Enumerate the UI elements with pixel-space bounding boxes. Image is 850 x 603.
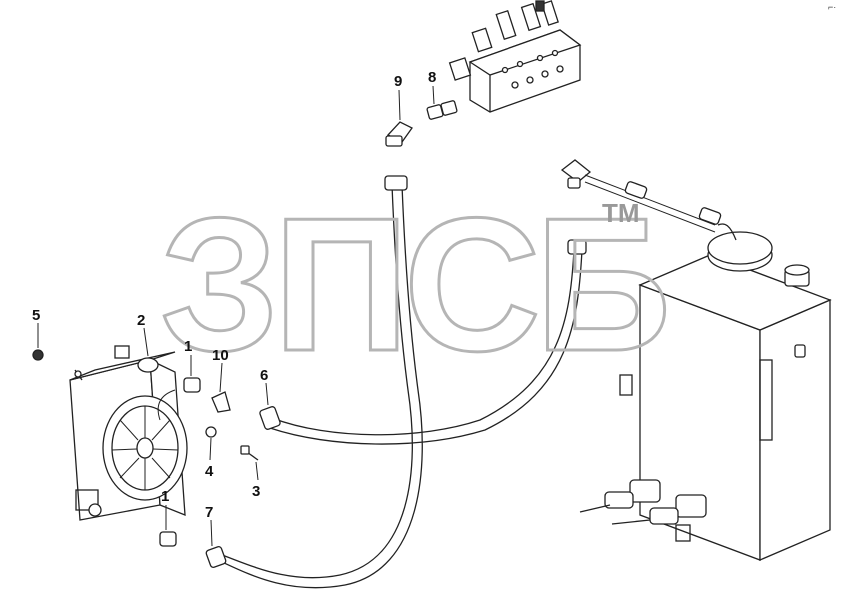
callout-5: 5	[32, 307, 40, 324]
callout-3: 3	[252, 483, 260, 500]
callout-1-lower: 1	[161, 488, 169, 505]
hose-end-fittings	[205, 175, 722, 568]
watermark-text: ЗПСБ	[160, 179, 665, 391]
callout-10: 10	[212, 347, 229, 364]
callout-2: 2	[137, 312, 145, 329]
callout-labels: 1 1 2 3 4 5 6 7 8 9 10	[32, 69, 436, 521]
callout-6: 6	[260, 367, 268, 384]
callout-1-upper: 1	[184, 338, 192, 355]
watermark-tm: TM	[602, 198, 640, 228]
hose-lines	[221, 174, 716, 589]
small-fittings	[32, 349, 259, 547]
callout-leaders	[37, 85, 435, 547]
corner-mark: ⌐·	[828, 2, 836, 12]
part-1-upper-fitting	[183, 377, 201, 393]
part-1-lower-fitting	[159, 531, 177, 547]
fitting-8	[426, 100, 458, 120]
callout-4: 4	[205, 463, 214, 480]
callout-7: 7	[205, 504, 213, 521]
valve-block	[448, 0, 582, 113]
callout-9: 9	[394, 73, 402, 90]
callout-8: 8	[428, 69, 436, 86]
part-5-plug	[32, 349, 44, 361]
oil-cooler-fan	[69, 345, 188, 521]
elbow-fitting-9	[385, 121, 413, 147]
watermark: ЗПСБ TM	[159, 178, 673, 393]
elbow-fitting-tank-line	[560, 159, 592, 189]
part-10-elbow	[211, 391, 231, 413]
part-4-washer	[205, 426, 217, 438]
hydraulic-tank	[579, 223, 832, 561]
